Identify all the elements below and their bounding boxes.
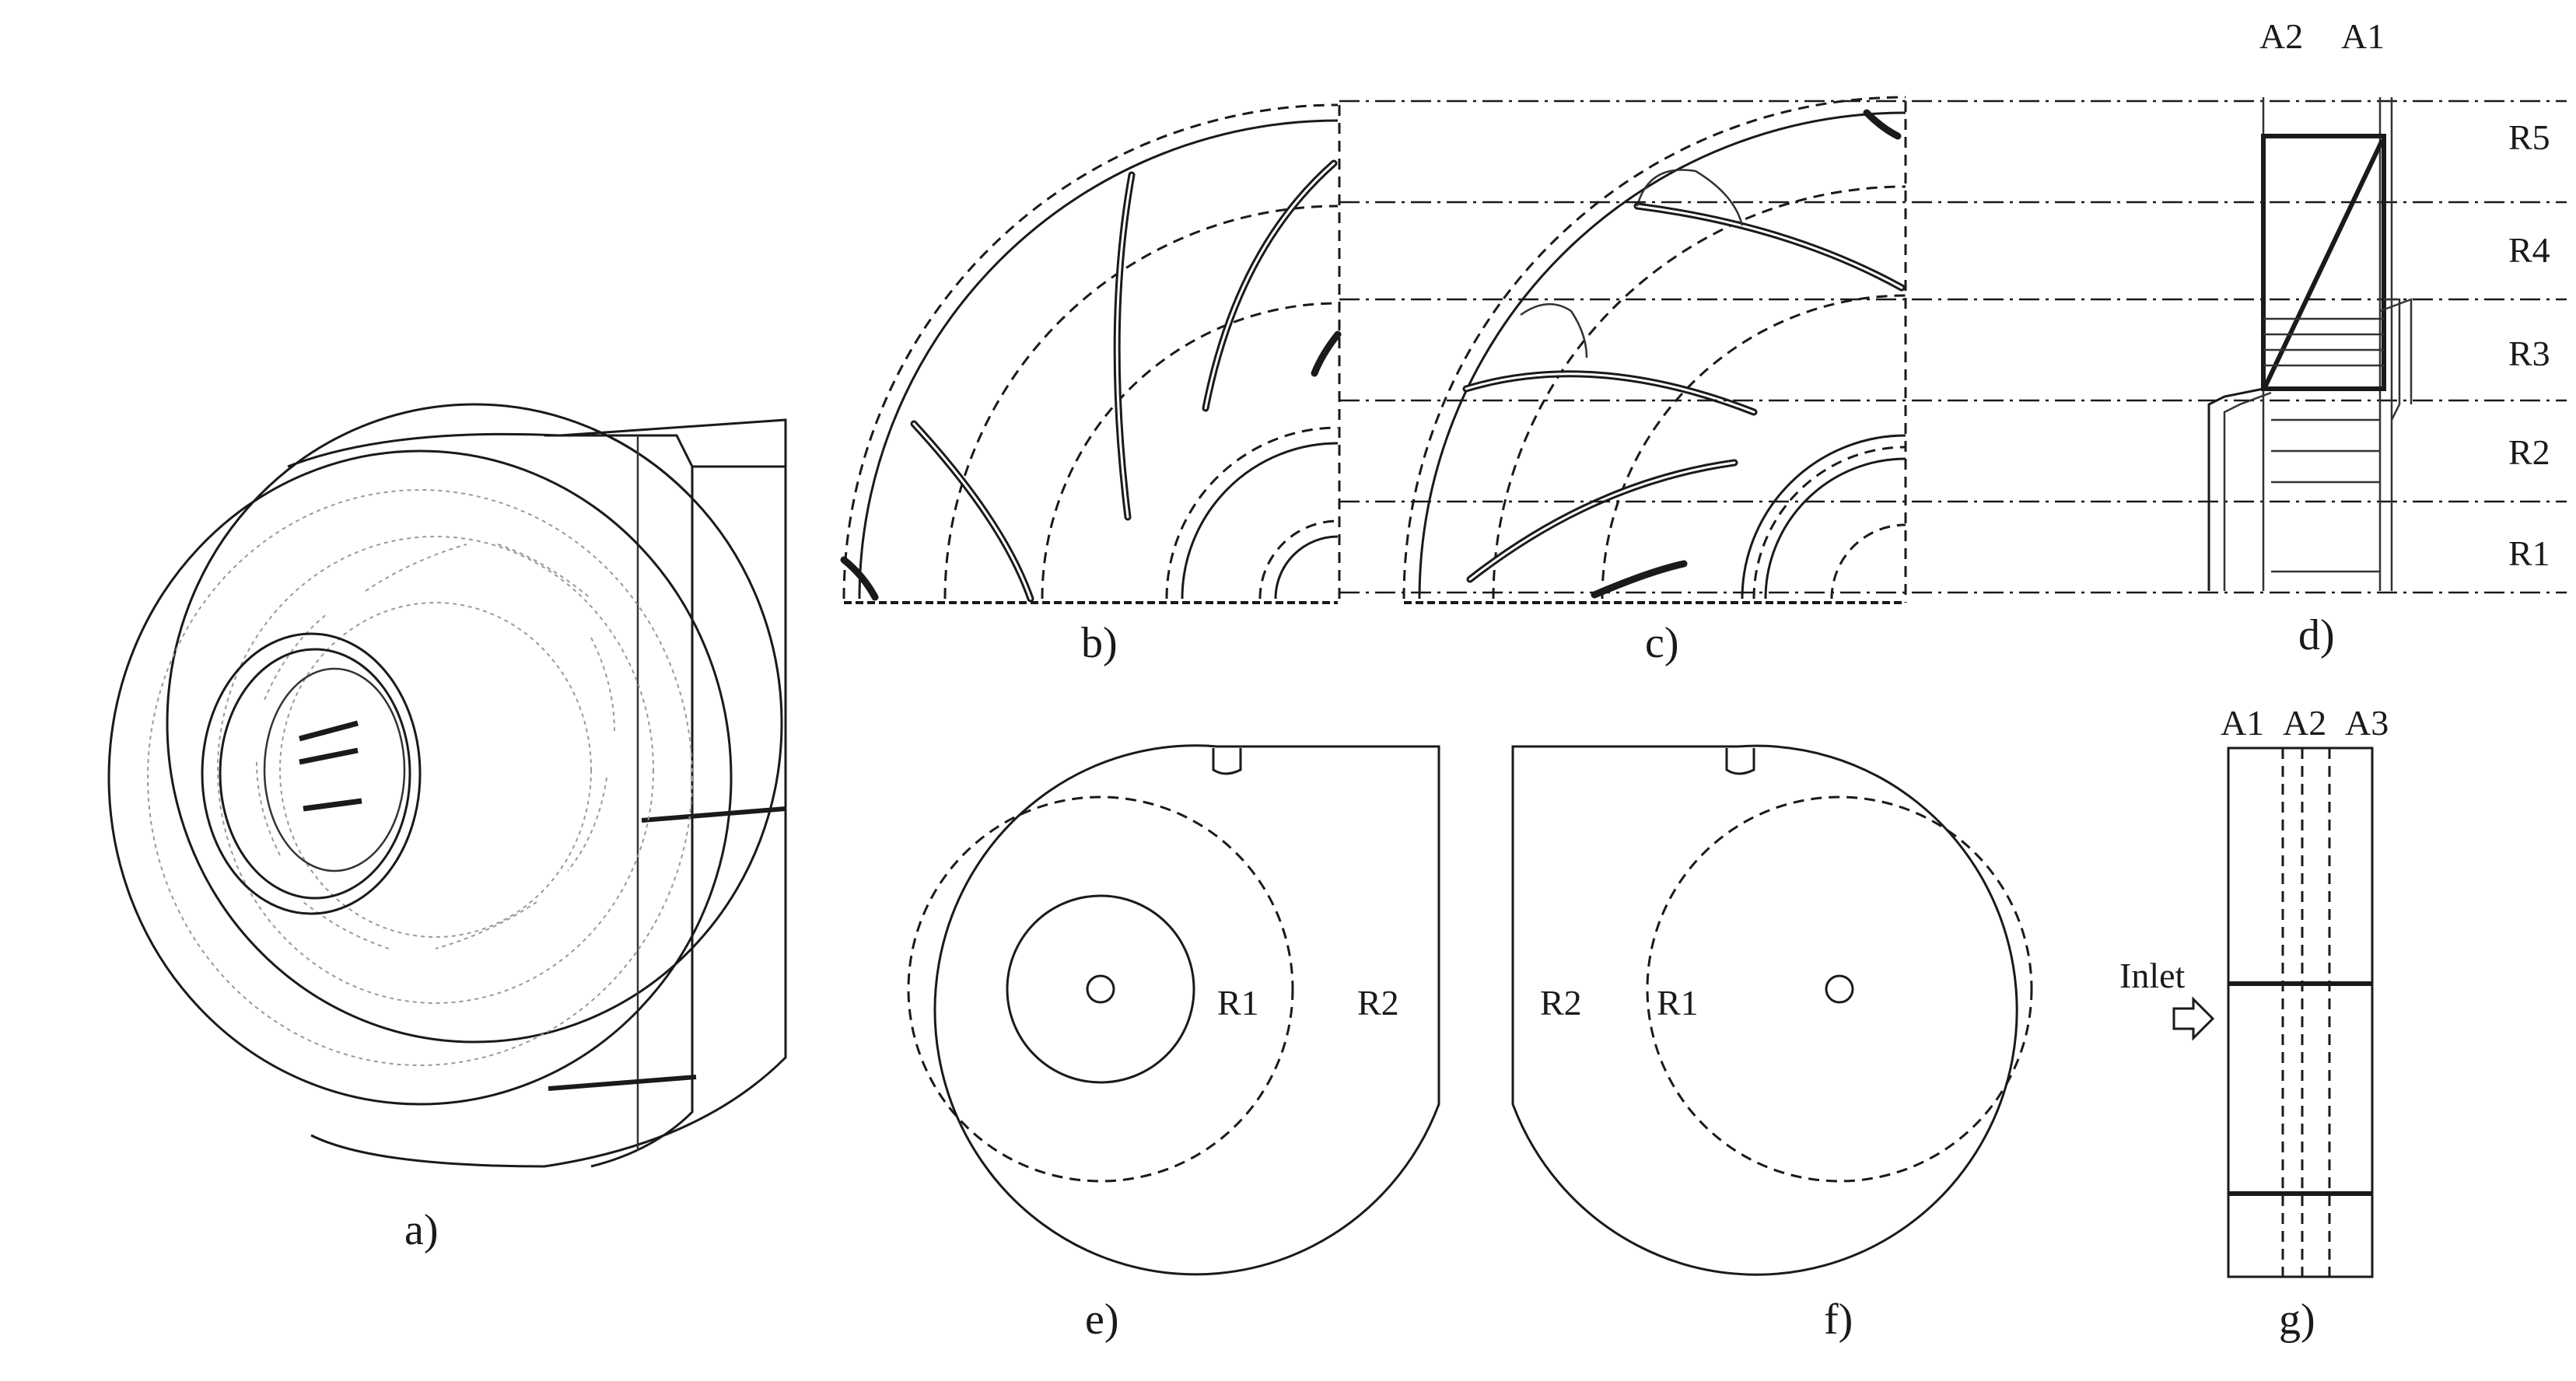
f-impeller-dashed-circle — [1646, 795, 2033, 1183]
g-label-a3: A3 — [2345, 703, 2389, 743]
fan-back-shell — [166, 403, 783, 1044]
d-back-plate — [2384, 298, 2401, 421]
caption-a: a) — [404, 1206, 439, 1254]
d-label-r5: R5 — [2508, 117, 2550, 157]
g-outline — [2227, 746, 2374, 1278]
b-shaft-arc — [1274, 535, 1339, 600]
e-label-r1: R1 — [1217, 983, 1259, 1023]
fan-front-face — [107, 449, 733, 1106]
panel-g-side — [2172, 746, 2374, 1278]
impeller-ghost — [217, 536, 654, 1004]
f-label-r1: R1 — [1657, 983, 1699, 1023]
f-tongue-notch — [1725, 748, 1755, 775]
b-hub-arc — [1181, 442, 1339, 600]
f-label-r2: R2 — [1540, 983, 1582, 1023]
d-label-r1: R1 — [2508, 533, 2550, 573]
hollow-right-arrow-icon — [2172, 996, 2215, 1041]
panel-a-fan-isometric — [107, 403, 787, 1168]
inlet-ring-outer — [201, 632, 422, 915]
caption-e: e) — [1085, 1295, 1119, 1344]
e-tongue-notch — [1212, 748, 1242, 775]
d-blade-diagonal — [2263, 138, 2385, 389]
caption-g: g) — [2279, 1295, 2315, 1344]
hub-ring — [263, 667, 406, 872]
inlet-blades — [299, 720, 362, 812]
d-inlet-cone-inner — [2223, 391, 2272, 591]
d-label-r4: R4 — [2508, 230, 2550, 270]
b-arc-r4 — [943, 205, 1339, 600]
radial-guide-lines — [1339, 100, 2567, 594]
caption-c: c) — [1645, 619, 1679, 667]
e-label-r2: R2 — [1357, 983, 1399, 1023]
b-casing-arc — [858, 119, 1339, 600]
scroll-ghost — [147, 489, 693, 1066]
caption-d: d) — [2298, 611, 2335, 659]
panel-e-casing — [907, 744, 1440, 1276]
c-hub-arc-inner — [1764, 457, 1906, 600]
c-casing-arc — [1418, 111, 1906, 600]
ghost-blades — [256, 544, 615, 949]
inlet-ring-inner — [219, 648, 411, 900]
c-tongue-arcs — [1520, 169, 1744, 358]
f-casing-outline — [1511, 744, 2018, 1276]
e-impeller-dashed-circle — [907, 795, 1294, 1183]
panel-f-casing — [1511, 744, 2033, 1276]
c-hub-arc-dash — [1752, 446, 1906, 600]
d-label-r2: R2 — [2508, 432, 2550, 472]
g-inlet-label: Inlet — [2119, 956, 2186, 995]
e-shaft-circle — [1086, 974, 1115, 1004]
fan-side-shell — [287, 418, 787, 1168]
b-arc-r1 — [1258, 519, 1339, 600]
d-blade-rings — [2263, 317, 2384, 573]
d-inlet-cone — [2207, 387, 2264, 591]
panel-c-impeller-quarter — [1402, 96, 1907, 604]
c-arc-r1 — [1830, 523, 1906, 600]
c-hub-arc — [1741, 434, 1906, 600]
b-arc-r3 — [1041, 302, 1339, 600]
b-outer-arc — [842, 103, 1339, 600]
e-casing-outline — [933, 744, 1440, 1276]
c-arc-r4 — [1492, 185, 1906, 600]
fan-outlet-box — [544, 434, 694, 1168]
d-label-a2: A2 — [2259, 16, 2303, 56]
d-label-a1: A1 — [2341, 16, 2385, 56]
panel-d-meridional — [2207, 97, 2413, 591]
d-impeller-blade-box — [2261, 134, 2386, 391]
caption-b: b) — [1081, 619, 1118, 667]
c-outer-arc — [1402, 96, 1906, 600]
outlet-band-line-lower — [548, 1075, 697, 1091]
f-shaft-circle — [1825, 974, 1854, 1004]
d-back-plate-outer — [2379, 298, 2413, 404]
outlet-band-line — [641, 806, 786, 823]
caption-f: f) — [1824, 1295, 1853, 1344]
g-label-a2: A2 — [2283, 703, 2326, 743]
g-label-a1: A1 — [2221, 703, 2264, 743]
c-blades — [1462, 109, 1906, 599]
c-arc-r3 — [1601, 294, 1906, 600]
impeller-inner-ghost — [279, 602, 592, 938]
panel-b-impeller-quarter — [840, 103, 1342, 604]
d-label-r3: R3 — [2508, 334, 2550, 373]
b-blades — [840, 159, 1342, 603]
e-inlet-circle — [1006, 894, 1195, 1084]
b-arc-r2 — [1165, 426, 1339, 600]
